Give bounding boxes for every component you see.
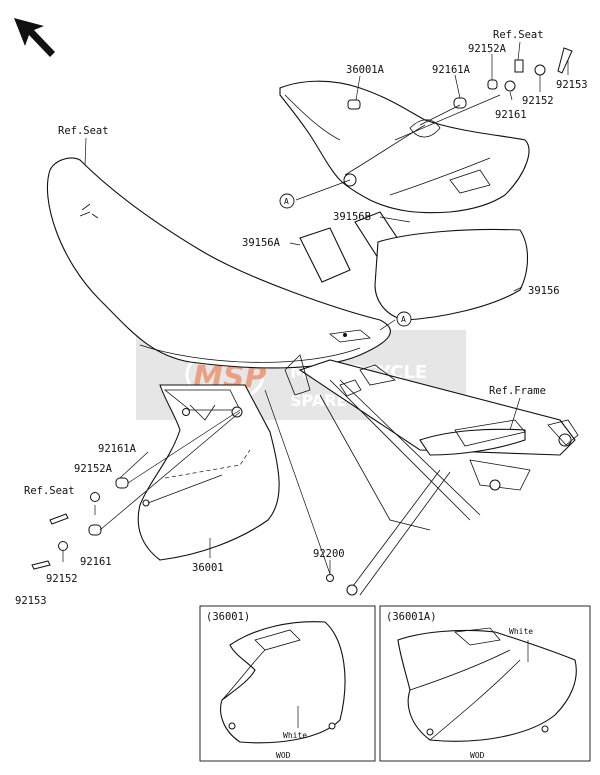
inset-36001-color: White: [283, 731, 307, 740]
inset-36001A-title: (36001A): [386, 611, 437, 623]
label-92161A-top: 92161A: [432, 64, 471, 76]
label-92153-top: 92153: [556, 79, 588, 91]
grommet-92161A-left: [115, 477, 129, 489]
label-39156A: 39156A: [242, 237, 281, 249]
collar-92152-left: [58, 541, 68, 551]
grommet-92161A-top: [453, 97, 467, 109]
grommet-92200: [326, 574, 334, 582]
label-92153-left: 92153: [15, 595, 47, 607]
grommet-92161-left: [88, 524, 102, 536]
label-92152-left: 92152: [46, 573, 78, 585]
decals: [299, 211, 528, 321]
hardware: [31, 47, 573, 582]
inset-36001A-color: White: [509, 627, 533, 636]
collar-92152A-left: [90, 492, 100, 502]
label-92161-top: 92161: [495, 109, 527, 121]
decal-39156: [374, 228, 528, 321]
marker-a-top: A: [279, 193, 295, 209]
label-92152A-top: 92152A: [468, 43, 507, 55]
inset-36001-code: WOD: [276, 751, 291, 760]
side-cover-upper: [279, 80, 530, 214]
arrow-up-left-icon: [14, 18, 55, 57]
label-ref-seat-left: Ref.Seat: [58, 125, 109, 137]
label-92161-left: 92161: [80, 556, 112, 568]
inset-36001A: (36001A) White WOD: [379, 605, 591, 762]
label-36001A: 36001A: [346, 64, 385, 76]
inset-36001A-code: WOD: [470, 751, 485, 760]
label-ref-frame: Ref.Frame: [489, 385, 546, 397]
frame: [284, 354, 579, 596]
svg-text:A: A: [401, 315, 406, 324]
label-39156B: 39156B: [333, 211, 371, 223]
grommet-92161-top: [504, 80, 516, 92]
decal-39156A: [299, 227, 351, 283]
collar-92152-top: [534, 64, 546, 76]
label-92200: 92200: [313, 548, 345, 560]
callout-labels: Ref.Seat 92152A 92153 36001A 92161A 9215…: [15, 29, 588, 607]
label-92152A-left: 92152A: [74, 463, 113, 475]
marker-a-right: A: [396, 311, 412, 327]
label-36001: 36001: [192, 562, 224, 574]
svg-text:A: A: [284, 197, 289, 206]
label-92152-top: 92152: [522, 95, 554, 107]
label-39156: 39156: [528, 285, 560, 297]
bolt-ref-seat-left: [49, 513, 69, 525]
label-ref-seat-top: Ref.Seat: [493, 29, 544, 41]
bolt-92153-top: [557, 47, 573, 74]
leader-lines: [62, 41, 569, 575]
label-ref-seat-bottom: Ref.Seat: [24, 485, 75, 497]
side-cover-lower: [137, 384, 280, 561]
bolt-ref-seat-top: [514, 59, 524, 73]
seat: [46, 157, 391, 369]
collar-92152A-top: [487, 79, 498, 90]
inset-36001: (36001) White WOD: [199, 605, 376, 762]
inset-36001-title: (36001): [206, 611, 250, 623]
bolt-92153-left: [31, 560, 51, 570]
label-92161A-left: 92161A: [98, 443, 137, 455]
